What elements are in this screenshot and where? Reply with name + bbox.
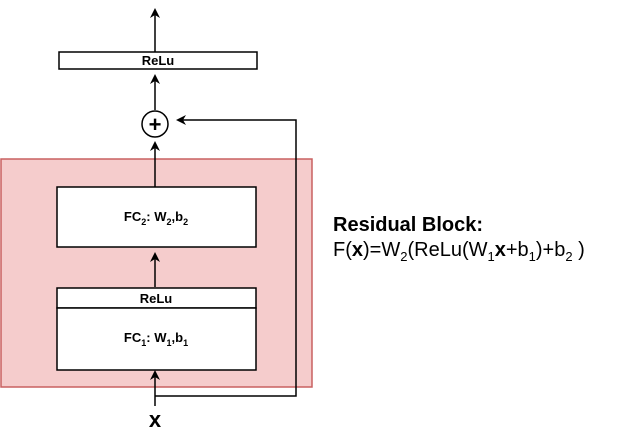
relu-output-node: ReLu [58,51,258,70]
add-symbol: + [149,112,162,137]
formula-part: +b [505,239,529,261]
fc2-layer-node: FC2: W2,b2 [56,186,257,248]
relu-inner-node: ReLu [56,287,257,309]
formula-part: 1 [487,249,495,264]
formula-equation: F(x)=W2(ReLu(W1x+b1)+b2 ) [333,237,638,270]
skip-connection-arrow [155,115,297,397]
formula-title: Residual Block: [333,214,484,236]
formula-block: Residual Block: F(x)=W2(ReLu(W1x+b1)+b2 … [333,213,638,270]
fc1-label: FC1: W1,b1 [124,330,188,348]
formula-part: 2 [565,249,573,264]
formula-part: 2 [400,249,408,264]
formula-part: )+b [535,239,566,261]
formula-part: x [351,239,364,261]
relu-output-label: ReLu [142,53,175,68]
fc1-layer-node: FC1: W1,b1 [56,307,257,371]
formula-part: ) [572,239,585,261]
fc2-label: FC2: W2,b2 [124,209,188,227]
formula-part: (ReLu(W [407,239,488,261]
formula-part: 1 [528,249,536,264]
formula-part: x [494,239,506,261]
add-node: + [141,110,169,138]
formula-part: )=W [363,239,401,261]
relu-inner-label: ReLu [140,291,173,306]
formula-part: F( [333,239,352,261]
input-label: x [149,407,162,432]
